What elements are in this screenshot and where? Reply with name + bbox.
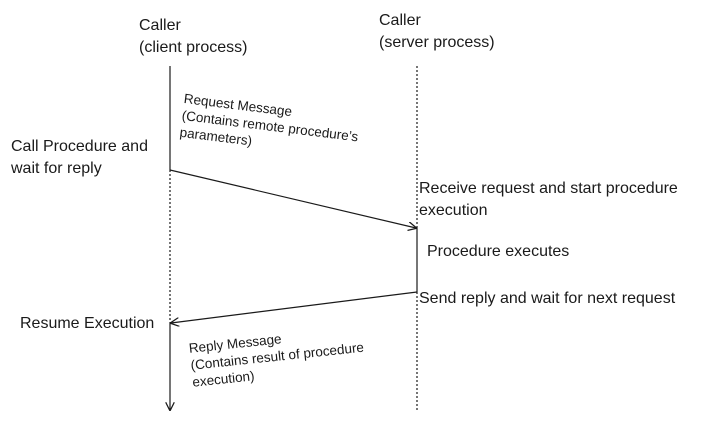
receive-request-label: Receive request and start procedure exec… xyxy=(419,178,678,222)
server-participant-subtitle: (server process) xyxy=(379,34,495,51)
request-message-arrow xyxy=(169,169,416,228)
server-participant-title: Caller xyxy=(379,12,421,29)
resume-execution-label: Resume Execution xyxy=(20,315,155,332)
call-procedure-label: Call Procedure and wait for reply xyxy=(11,136,148,180)
reply-message-arrow xyxy=(171,291,418,323)
client-participant-subtitle: (client process) xyxy=(139,39,248,56)
receive-request-line2: execution xyxy=(419,202,488,219)
send-reply-label: Send reply and wait for next request xyxy=(419,290,676,307)
client-participant-title: Caller xyxy=(139,17,181,34)
call-procedure-line1: Call Procedure and xyxy=(11,138,148,155)
call-procedure-line2: wait for reply xyxy=(11,160,102,177)
procedure-executes-label: Procedure executes xyxy=(427,243,570,260)
receive-request-line1: Receive request and start procedure xyxy=(419,180,678,197)
